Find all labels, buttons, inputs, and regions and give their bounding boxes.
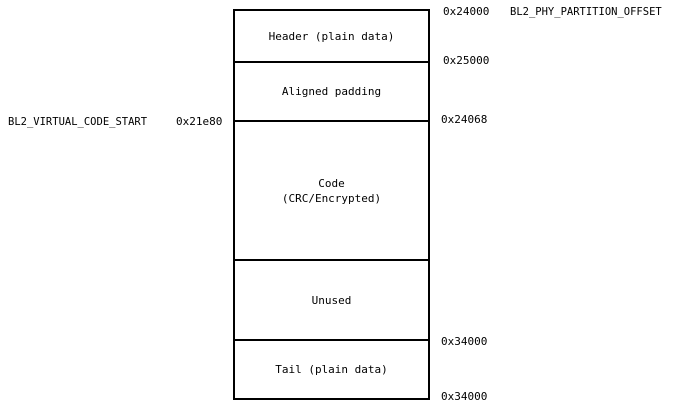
- segment-tail: Tail (plain data): [233, 341, 430, 400]
- address-label: 0x25000: [443, 54, 490, 67]
- segment-header: Header (plain data): [233, 9, 430, 63]
- address-label: 0x34000: [441, 390, 488, 403]
- segment-aligned-padding-label: Aligned padding: [281, 85, 382, 98]
- segment-header-label: Header (plain data): [268, 29, 395, 43]
- segment-code-label: Code: [318, 176, 345, 190]
- phy-partition-offset-label: BL2_PHY_PARTITION_OFFSET: [510, 6, 662, 18]
- segment-aligned-padding: Aligned padding: [233, 63, 430, 122]
- address-label: 0x24000: [443, 5, 490, 18]
- segment-code-sublabel: (CRC/Encrypted): [281, 191, 382, 205]
- virtual-code-start-label: BL2_VIRTUAL_CODE_START: [8, 116, 148, 128]
- address-label: 0x34000: [441, 335, 488, 348]
- segment-unused-label: Unused: [311, 293, 352, 307]
- address-label: 0x24068: [441, 113, 488, 126]
- segment-tail-label: Tail (plain data): [275, 363, 388, 376]
- segment-unused: Unused: [233, 261, 430, 341]
- virtual-code-start-address: 0x21e80: [176, 115, 223, 128]
- segment-code: Code (CRC/Encrypted): [233, 122, 430, 261]
